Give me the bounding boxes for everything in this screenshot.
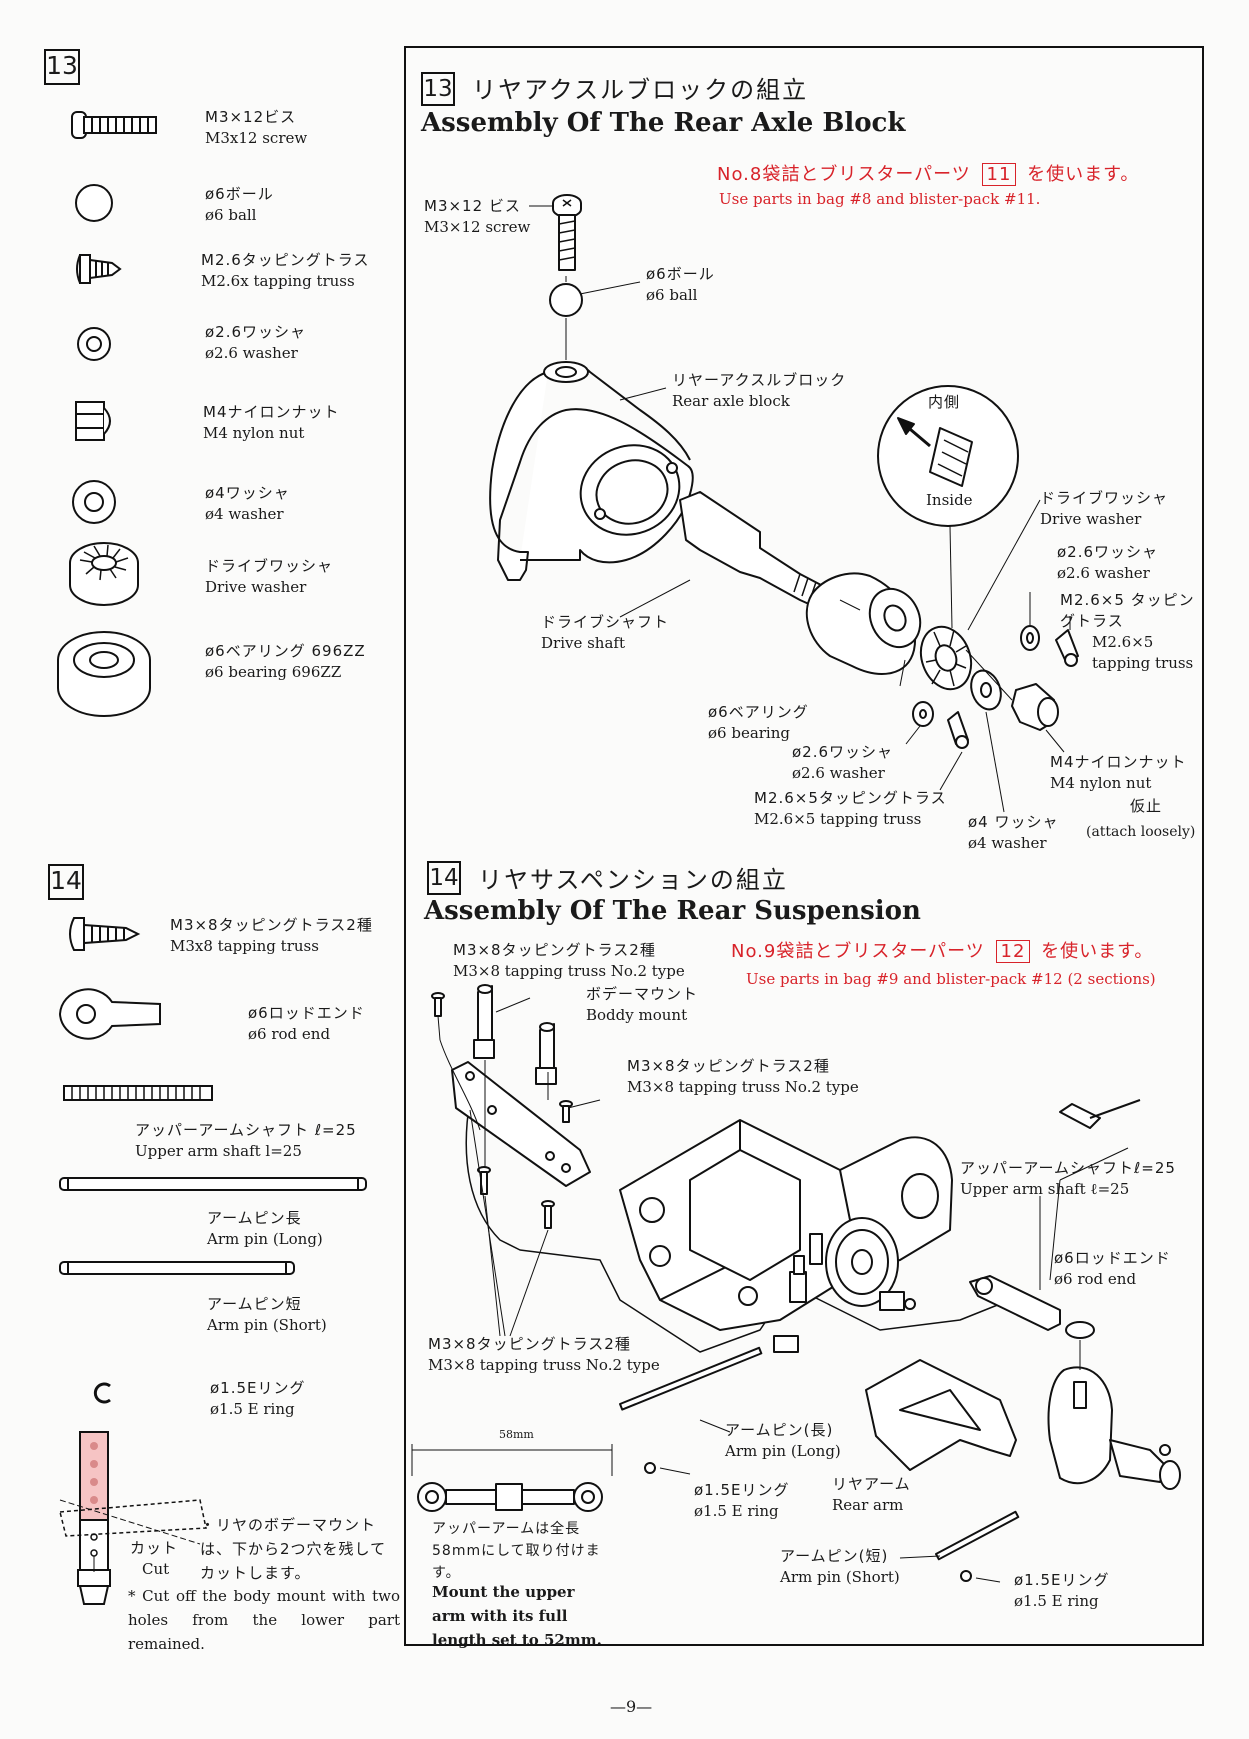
screw-icon — [71, 111, 157, 139]
step-14-number: 14 — [48, 864, 84, 900]
section-14-number: 14 — [427, 861, 461, 895]
upper-arm-note-jp: アッパーアームは全長58mmにして取り付けます。 — [432, 1521, 601, 1581]
nut-icon — [75, 401, 111, 441]
body-mount-note-en: * Cut off the body mount with two holes … — [128, 1587, 400, 1653]
washer-icon — [77, 327, 111, 361]
label-dimension: 58mm — [499, 1428, 534, 1441]
label-inside-en: Inside — [926, 491, 973, 509]
rod-end-icon — [58, 988, 161, 1040]
rear-suspension-diagram — [417, 984, 1181, 1582]
section-14-title-jp: リヤサスペンションの組立 — [478, 866, 788, 894]
section-13-bag-note-jp: No.8袋詰とブリスターパーツ 11 を使います。 — [717, 163, 1140, 186]
upper-arm-note-en: Mount the upper arm with its full length… — [432, 1583, 602, 1649]
pin-icon — [59, 1261, 295, 1275]
pin-icon — [59, 1177, 367, 1191]
section-13-title-en: Assembly Of The Rear Axle Block — [421, 108, 906, 138]
screw-part — [552, 194, 582, 271]
ball-part — [549, 283, 583, 317]
body-mount-cut-illustration — [59, 1431, 207, 1605]
section-13-title-jp: リヤアクスルブロックの組立 — [472, 76, 809, 104]
washer-icon — [72, 480, 116, 524]
section-14-title-en: Assembly Of The Rear Suspension — [424, 896, 921, 926]
shaft-icon — [63, 1085, 213, 1101]
section-13-bag-note-en: Use parts in bag #8 and blister-pack #11… — [719, 190, 1041, 208]
upper-arm-illustration — [417, 1482, 603, 1512]
blister-pack-box: 11 — [981, 163, 1017, 186]
blister-pack-box: 12 — [995, 940, 1031, 963]
section-14-bag-note-jp: No.9袋詰とブリスターパーツ 12 を使います。 — [731, 940, 1154, 963]
label-inside-jp: 内側 — [928, 393, 961, 411]
label-attach-loosely-jp: 仮止 — [1130, 797, 1163, 815]
drive-washer-icon — [69, 542, 139, 606]
tapping-screw-icon — [76, 254, 122, 284]
section-14-bag-note-en: Use parts in bag #9 and blister-pack #12… — [746, 970, 1156, 988]
rear-arm-part — [865, 1359, 1017, 1471]
left-parts-icons — [57, 111, 367, 1605]
label-arm-pin-long: アームピン(長)Arm pin (Long) — [725, 1421, 841, 1460]
ball-icon — [75, 184, 113, 222]
body-mount-note-jp: ・リヤのボデーマウントは、下から2つ穴を残してカットします。 — [200, 1516, 387, 1582]
bearing-icon — [57, 631, 151, 717]
step-13-number: 13 — [44, 49, 80, 85]
label-arm-pin-short: アームピン(短)Arm pin (Short) — [780, 1547, 900, 1586]
section-13-number: 13 — [421, 72, 455, 106]
label-attach-loosely-en: (attach loosely) — [1086, 824, 1196, 840]
e-ring-icon — [93, 1382, 111, 1404]
tapping-screw-icon — [69, 917, 141, 951]
page-number: —9— — [610, 1697, 653, 1716]
drive-washer-part — [919, 625, 973, 691]
assembly-frame — [404, 46, 1204, 1646]
